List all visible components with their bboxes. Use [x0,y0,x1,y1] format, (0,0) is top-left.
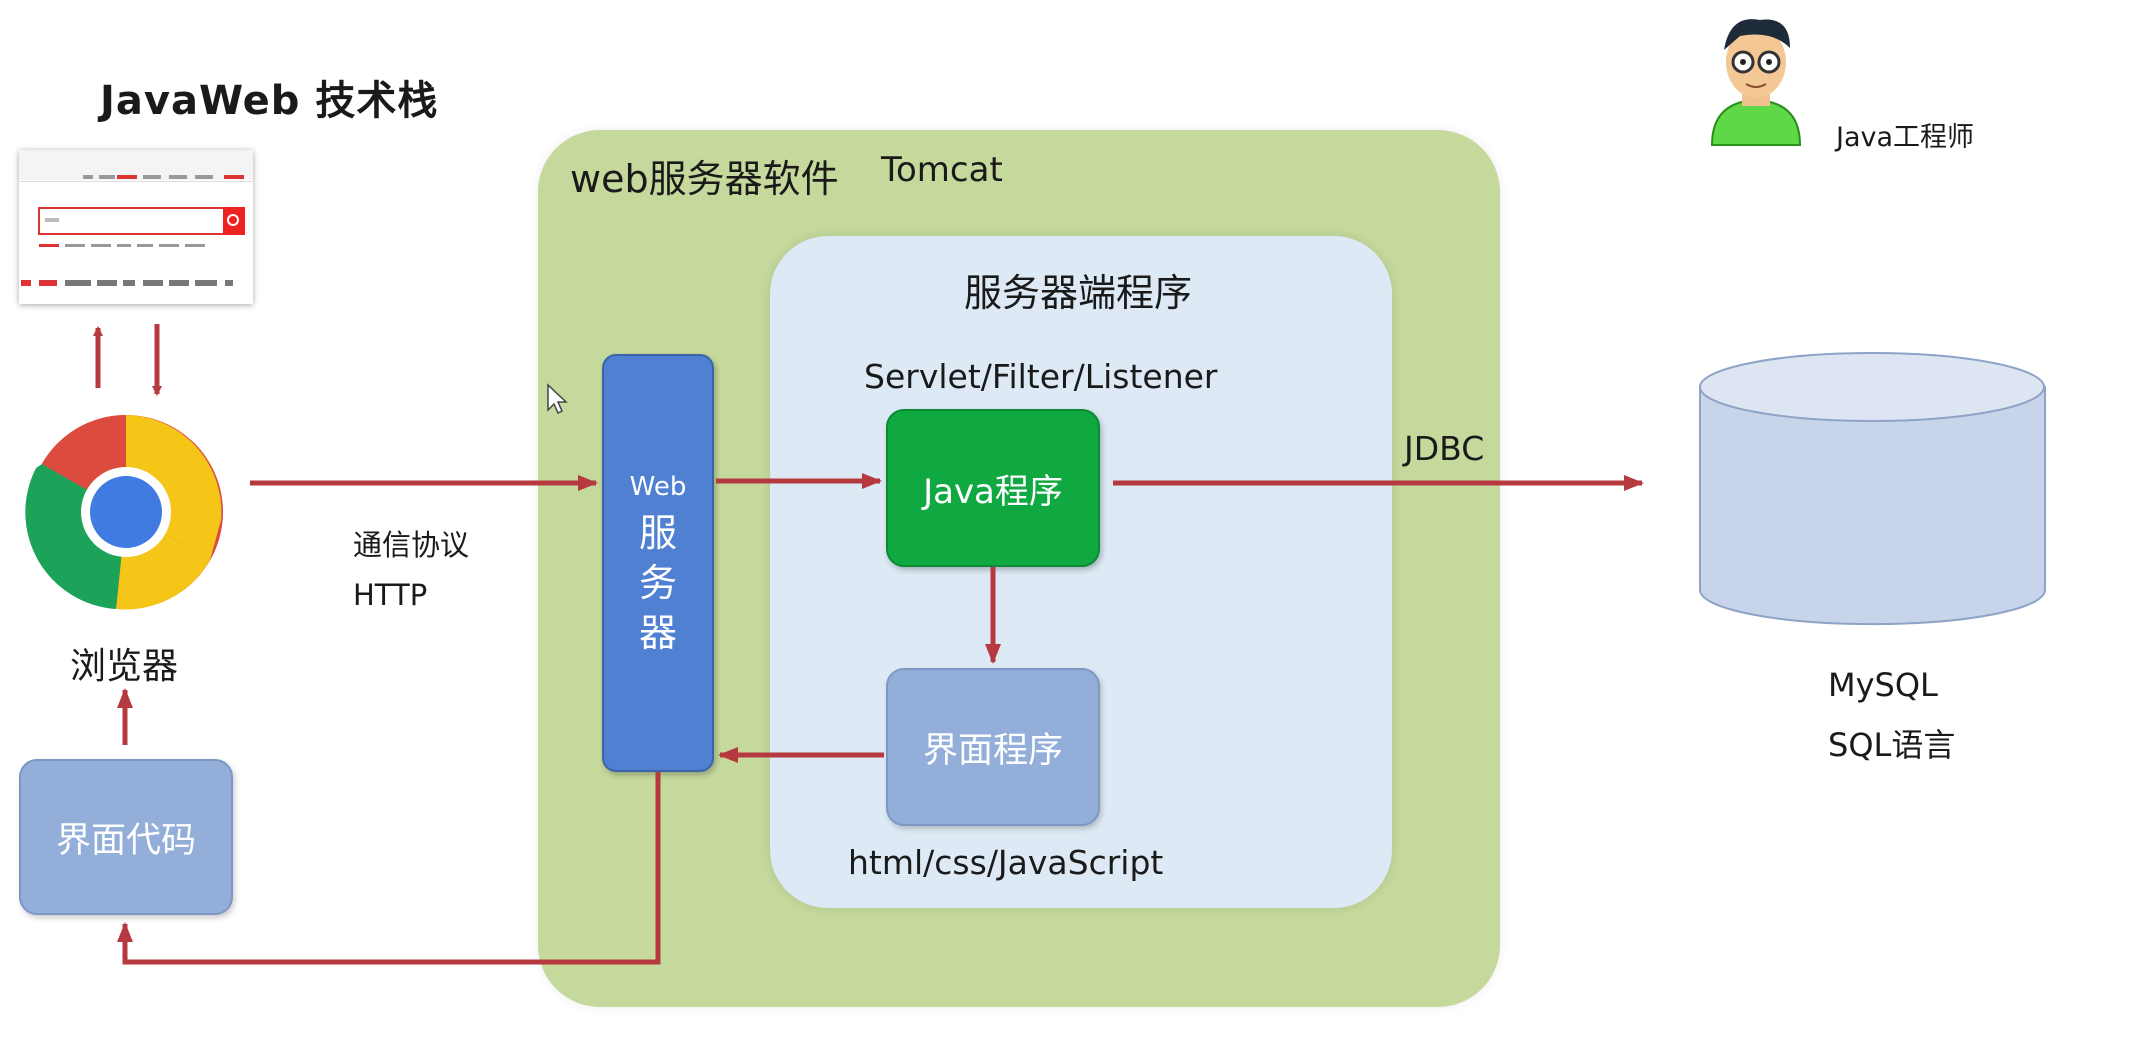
protocol-label: 通信协议 HTTP [353,520,469,620]
java-program-label: Java程序 [923,471,1063,512]
page-title: JavaWeb 技术栈 [100,78,439,124]
ui-code-box: 界面代码 [19,759,233,915]
web-server-label-en: Web [629,472,687,502]
tomcat-label: Tomcat [881,150,1003,190]
ui-program-box: 界面程序 [886,668,1100,826]
webpage-thumbnail-icon [19,150,253,304]
servlet-filter-listener-label: Servlet/Filter/Listener [864,357,1218,396]
mysql-label: MySQL [1828,666,1938,704]
ui-program-label: 界面程序 [922,730,1063,771]
java-program-box: Java程序 [886,409,1100,567]
web-server-box: Web 服务器 [602,354,714,772]
server-side-title: 服务器端程序 [964,271,1193,315]
ui-code-label: 界面代码 [55,820,196,861]
chrome-browser-icon [25,415,223,610]
sql-language-label: SQL语言 [1828,726,1956,764]
protocol-line2: HTTP [353,578,428,612]
database-details: MySQL SQL语言 [1828,655,1955,775]
engineer-label: Java工程师 [1836,122,1975,153]
engineer-avatar-icon [1710,19,1802,146]
browser-label: 浏览器 [70,646,179,687]
database-label: 数据库 [1815,485,1930,529]
jdbc-label: JDBC [1404,429,1485,468]
web-server-software-label: web服务器软件 [570,157,839,201]
protocol-line1: 通信协议 [353,528,470,562]
web-server-label-cn: 服务器 [638,511,677,655]
frontend-tech-label: html/css/JavaScript [848,843,1164,882]
